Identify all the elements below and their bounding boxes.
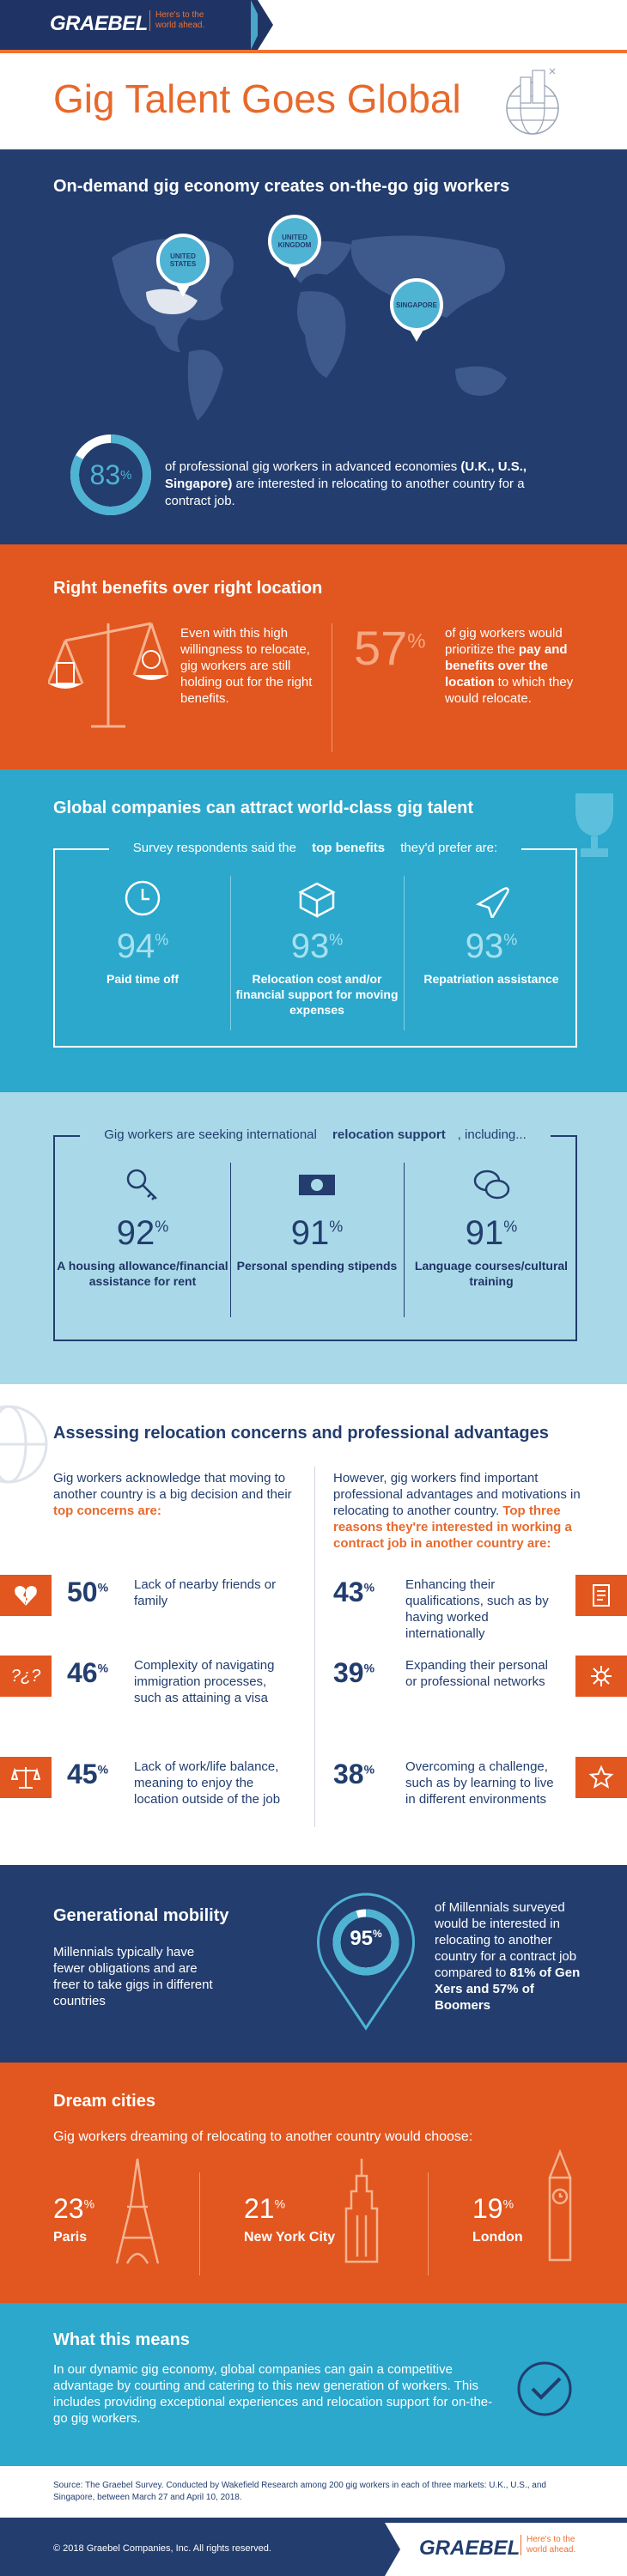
reason-row: 43% Enhancing their qualifications, such… [333,1577,549,1641]
divider [404,1163,405,1317]
section-heading: Right benefits over right location [53,579,323,598]
reasons-intro: However, gig workers find important prof… [333,1471,581,1551]
source-section: Source: The Graebel Survey. Conducted by… [0,2466,627,2518]
checkmark-icon [517,2361,572,2416]
globe-icon [0,1405,48,1484]
ring-arc [332,1909,399,1976]
tagline: Here's to the world ahead. [520,2535,589,2555]
scales-icon [0,1757,52,1798]
broken-heart-icon [0,1575,52,1616]
network-icon [575,1656,627,1697]
box-icon [295,876,339,920]
reason-row: 38% Overcoming a challenge, such as by l… [333,1759,554,1807]
relocation-support-section: Gig workers are seeking international re… [0,1092,627,1384]
divider [199,2172,200,2275]
millennials-text: of Millennials surveyed would be interes… [435,1900,581,2013]
section-subheading: Gig workers dreaming of relocating to an… [53,2129,473,2144]
eiffel-tower-icon [115,2158,160,2264]
title-section: Gig Talent Goes Global [0,53,627,149]
globe-city-icon [506,68,559,135]
tagline: Here's to the world ahead. [149,10,218,31]
benefits-left-text: Even with this high willingness to reloc… [180,626,313,706]
benefit-item: 93% Relocation cost and/or financial sup… [231,876,403,1018]
header-divider [0,50,627,53]
concerns-section: Assessing relocation concerns and profes… [0,1384,627,1865]
benefit-item: 94% Paid time off [57,876,228,987]
support-item: 91% Language courses/cultural training [405,1163,577,1289]
divider [230,876,231,1030]
benefits-section: Right benefits over right location Even … [0,544,627,769]
concern-row: 45% Lack of work/life balance, meaning t… [67,1759,281,1807]
plane-icon [469,876,514,920]
big-ben-icon [548,2148,572,2262]
key-icon [120,1163,165,1207]
city-new-york: 21% New York City [244,2193,336,2245]
on-demand-section: On-demand gig economy creates on-the-go … [0,149,627,544]
support-item: 92% A housing allowance/financial assist… [57,1163,228,1289]
dream-cities-section: Dream cities Gig workers dreaming of rel… [0,2063,627,2303]
concern-row: 50% Lack of nearby friends or family [67,1577,277,1608]
world-class-section: Global companies can attract world-class… [0,769,627,1092]
what-this-means-section: What this means In our dynamic gig econo… [0,2303,627,2466]
section-heading: Dream cities [53,2092,155,2111]
logo-arrow [258,0,273,50]
footer: © 2018 Graebel Companies, Inc. All right… [0,2518,627,2576]
box-label: Survey respondents said the top benefits… [55,841,575,856]
generational-section: Generational mobility Millennials typica… [0,1865,627,2063]
benefit-item: 93% Repatriation assistance [405,876,577,987]
section-heading: What this means [53,2330,190,2349]
box-label: Gig workers are seeking international re… [55,1127,575,1143]
section-heading: Generational mobility [53,1906,229,1925]
ring-arc [70,434,151,515]
pin-united-states[interactable]: UNITED STATES [156,234,210,297]
reason-row: 39% Expanding their personal or professi… [333,1657,548,1689]
conclusion-text: In our dynamic gig economy, global compa… [53,2362,493,2426]
money-icon [295,1163,339,1207]
source-text: Source: The Graebel Survey. Conducted by… [53,2481,546,2502]
section-heading: Global companies can attract world-class… [53,799,474,817]
header: GRAEBEL Here's to the world ahead. [0,0,627,53]
empire-state-icon [344,2159,379,2263]
clock-icon [120,876,165,920]
copyright: © 2018 Graebel Companies, Inc. All right… [53,2543,271,2554]
chat-icon [469,1163,514,1207]
graebel-logo[interactable]: GRAEBEL [419,2537,520,2560]
star-icon [575,1757,627,1798]
city-london: 19% London [472,2193,523,2245]
pct-ring: 83% [69,433,153,517]
stat-value: 57% [354,621,426,675]
support-item: 91% Personal spending stipends [231,1163,403,1273]
divider [428,2172,429,2275]
ring-value: 83% [89,459,132,490]
pin-united-kingdom[interactable]: UNITED KINGDOM [268,215,321,278]
city-paris: 23% Paris [53,2193,95,2245]
benefits-right-text: of gig workers would prioritize the pay … [445,626,574,706]
page-title: Gig Talent Goes Global [53,76,461,121]
divider [230,1163,231,1317]
footer-logo-box [385,2523,627,2576]
concern-row: 46% Complexity of navigating immigration… [67,1657,275,1705]
generational-text: Millennials typically have fewer obligat… [53,1945,213,2008]
stat-text: of professional gig workers in advanced … [165,459,527,508]
concerns-intro: Gig workers acknowledge that moving to a… [53,1471,292,1518]
question-icon: ?¿? [0,1656,52,1697]
location-pin-icon [317,1893,415,2031]
scales-icon [48,622,168,728]
trophy-icon [575,793,613,857]
document-icon [575,1575,627,1616]
section-heading: On-demand gig economy creates on-the-go … [53,177,510,196]
relocation-box: Gig workers are seeking international re… [53,1127,577,1341]
divider [314,1467,315,1827]
divider [404,876,405,1030]
graebel-logo[interactable]: GRAEBEL [50,12,148,35]
footer-arrow [385,2523,400,2576]
pin-singapore[interactable]: SINGAPORE [390,278,443,342]
logo-box [0,0,258,50]
ring-chart [70,434,151,515]
section-heading: Assessing relocation concerns and profes… [53,1424,549,1443]
ring-value: 95% [350,1927,382,1950]
benefits-box: Survey respondents said the top benefits… [53,841,577,1048]
